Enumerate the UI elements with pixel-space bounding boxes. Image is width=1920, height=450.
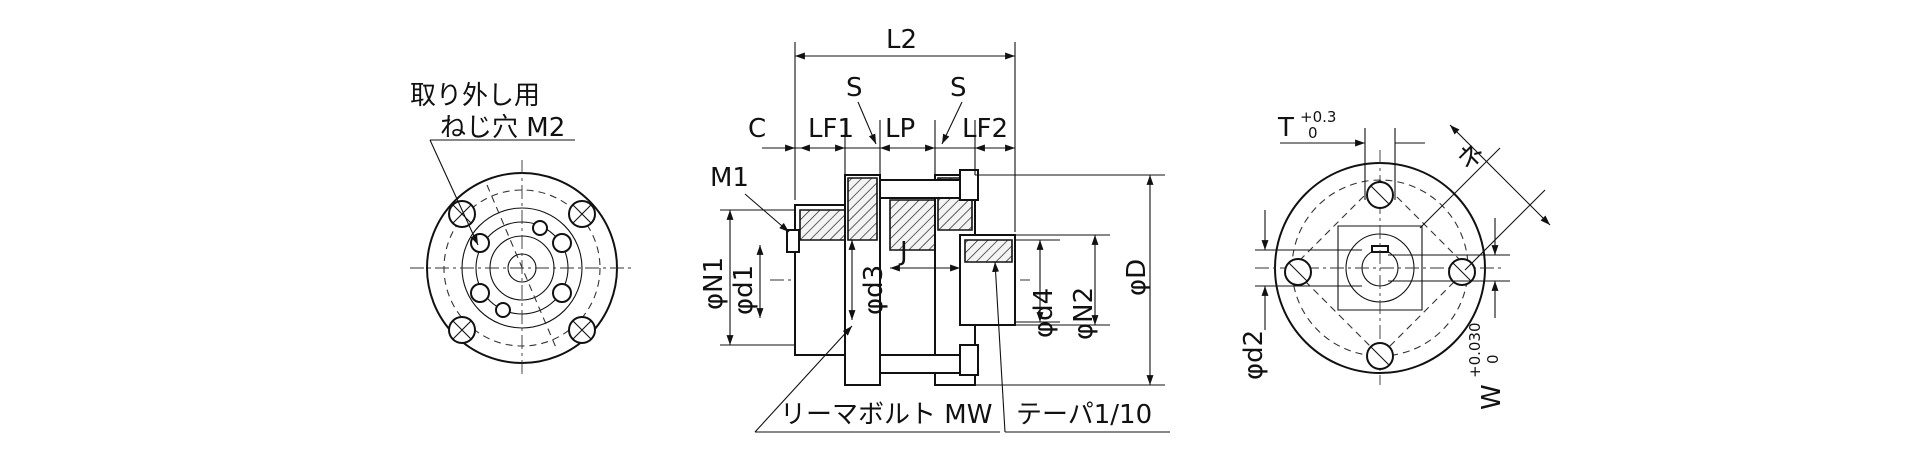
left-flange-section [847, 177, 878, 241]
bolt-hole [1284, 258, 1312, 286]
label-T-tol-upper: +0.3 [1300, 108, 1336, 126]
label-phiN2: φN2 [1069, 287, 1099, 340]
reamer-bolt-head-upper [959, 169, 979, 201]
left-small-holes [470, 220, 572, 318]
label-S-right: S [950, 73, 967, 103]
side-section-view: L2 S S C LF1 LP LF2 M1 φN1 φd1 φd3 J [699, 25, 1170, 433]
left-end-view: 取り外し用 ねじ穴 M2 [410, 81, 635, 376]
label-phid3: φd3 [859, 265, 889, 315]
removal-hole-leader [429, 139, 479, 246]
reamer-bolt-upper [879, 179, 971, 199]
label-phid2: φd2 [1239, 330, 1269, 380]
label-T: T [1277, 113, 1294, 143]
bolt-hole [1366, 342, 1394, 370]
bolt-hole [568, 200, 596, 228]
label-J: J [898, 237, 908, 267]
m1-leader [744, 193, 790, 233]
bolt-hole [1366, 181, 1394, 209]
bolt-hole [448, 316, 476, 344]
label-phiD: φD [1122, 259, 1152, 296]
label-M1: M1 [710, 163, 749, 193]
label-phiN1: φN1 [699, 257, 729, 310]
right-hub-square [1337, 225, 1423, 311]
reamer-bolt-leader [754, 325, 853, 433]
right-hub-section [964, 239, 1013, 263]
dim-ne [1449, 124, 1551, 226]
label-C: C [748, 114, 766, 144]
right-bolt-holes [1284, 181, 1476, 370]
label-LP: LP [885, 114, 915, 144]
removal-hole-label-line1: 取り外し用 [410, 81, 540, 111]
label-W-tol-lower: 0 [1484, 354, 1502, 364]
label-T-tol-lower: 0 [1308, 124, 1318, 142]
label-phid4: φd4 [1029, 288, 1059, 338]
bolt-hole [568, 316, 596, 344]
label-ne: ネ [1452, 137, 1492, 177]
bolt-hole [1448, 258, 1476, 286]
label-L2: L2 [886, 25, 917, 55]
label-LF2: LF2 [962, 114, 1008, 144]
label-W-tol-upper: +0.030 [1466, 322, 1484, 378]
s-right-leader [941, 101, 963, 145]
label-reamer-bolt: リーマボルト MW [780, 400, 992, 430]
left-bolt-holes [448, 200, 596, 344]
reamer-bolt-head-lower [959, 344, 979, 376]
right-end-view: T +0.3 0 ネ φd2 W +0.030 0 [1239, 108, 1551, 410]
right-hidden-square [1291, 179, 1469, 357]
label-phid1: φd1 [729, 265, 759, 315]
taper-leader [992, 261, 1006, 433]
removal-hole-label-line2: ねじ穴 M2 [440, 113, 565, 143]
label-S-left: S [846, 73, 863, 103]
bolt-hole [448, 200, 476, 228]
label-LF1: LF1 [808, 114, 854, 144]
setscrew-M1 [786, 229, 800, 253]
reamer-bolt-lower [879, 354, 971, 374]
left-hidden-line [486, 184, 558, 351]
label-W: W [1477, 384, 1507, 410]
label-taper: テーパ1/10 [1016, 400, 1152, 430]
s-left-leader [857, 101, 877, 145]
